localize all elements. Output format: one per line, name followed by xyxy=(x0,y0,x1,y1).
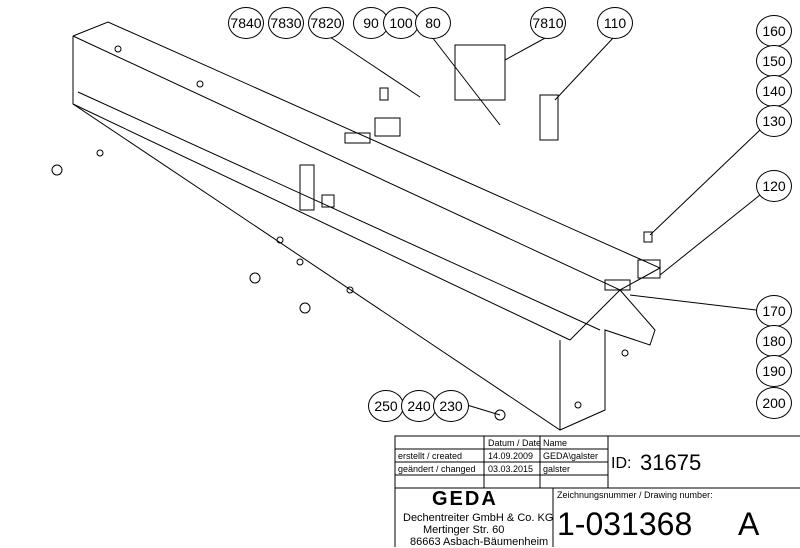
balloon: 110 xyxy=(597,7,633,39)
changed-label: geändert / changed xyxy=(398,464,476,474)
changed-name: galster xyxy=(543,464,571,474)
balloon: 120 xyxy=(756,170,792,202)
drawing-number-label: Zeichnungsnummer / Drawing number: xyxy=(557,490,713,500)
balloon: 80 xyxy=(415,7,451,39)
id-value: 31675 xyxy=(640,450,702,475)
balloon: 140 xyxy=(756,75,792,107)
changed-date: 03.03.2015 xyxy=(488,464,534,474)
balloon: 190 xyxy=(756,355,792,387)
title-block-lines xyxy=(394,435,800,547)
balloon: 150 xyxy=(756,45,792,77)
name-header: Name xyxy=(543,438,568,448)
id-label: ID: xyxy=(611,455,632,472)
balloon: 130 xyxy=(756,105,792,137)
balloon: 200 xyxy=(756,387,792,419)
balloon: 7840 xyxy=(228,7,264,39)
balloon: 7810 xyxy=(530,7,566,39)
company-street: Mertinger Str. 60 xyxy=(423,524,505,536)
company-name: Dechentreiter GmbH & Co. KG xyxy=(403,512,554,524)
beam xyxy=(72,21,662,431)
revision: A xyxy=(738,506,760,542)
company-city: 86663 Asbach-Bäumenheim xyxy=(410,536,549,548)
balloon: 170 xyxy=(756,295,792,327)
balloon: 240 xyxy=(401,390,437,422)
balloon: 250 xyxy=(368,390,404,422)
balloon: 7830 xyxy=(268,7,304,39)
balloon: 100 xyxy=(383,7,419,39)
balloon: 7820 xyxy=(308,7,344,39)
created-label: erstellt / created xyxy=(398,451,463,461)
created-date: 14.09.2009 xyxy=(488,451,534,461)
drawing-number: 1-031368 xyxy=(557,506,693,542)
parts xyxy=(51,44,661,421)
balloon: 230 xyxy=(433,390,469,422)
balloon: 160 xyxy=(756,15,792,47)
date-header: Datum / Date xyxy=(488,438,542,448)
created-name: GEDA\galster xyxy=(543,451,599,461)
geda-logo: GEDA xyxy=(432,488,498,510)
leader-lines xyxy=(329,36,761,416)
balloon: 180 xyxy=(756,325,792,357)
